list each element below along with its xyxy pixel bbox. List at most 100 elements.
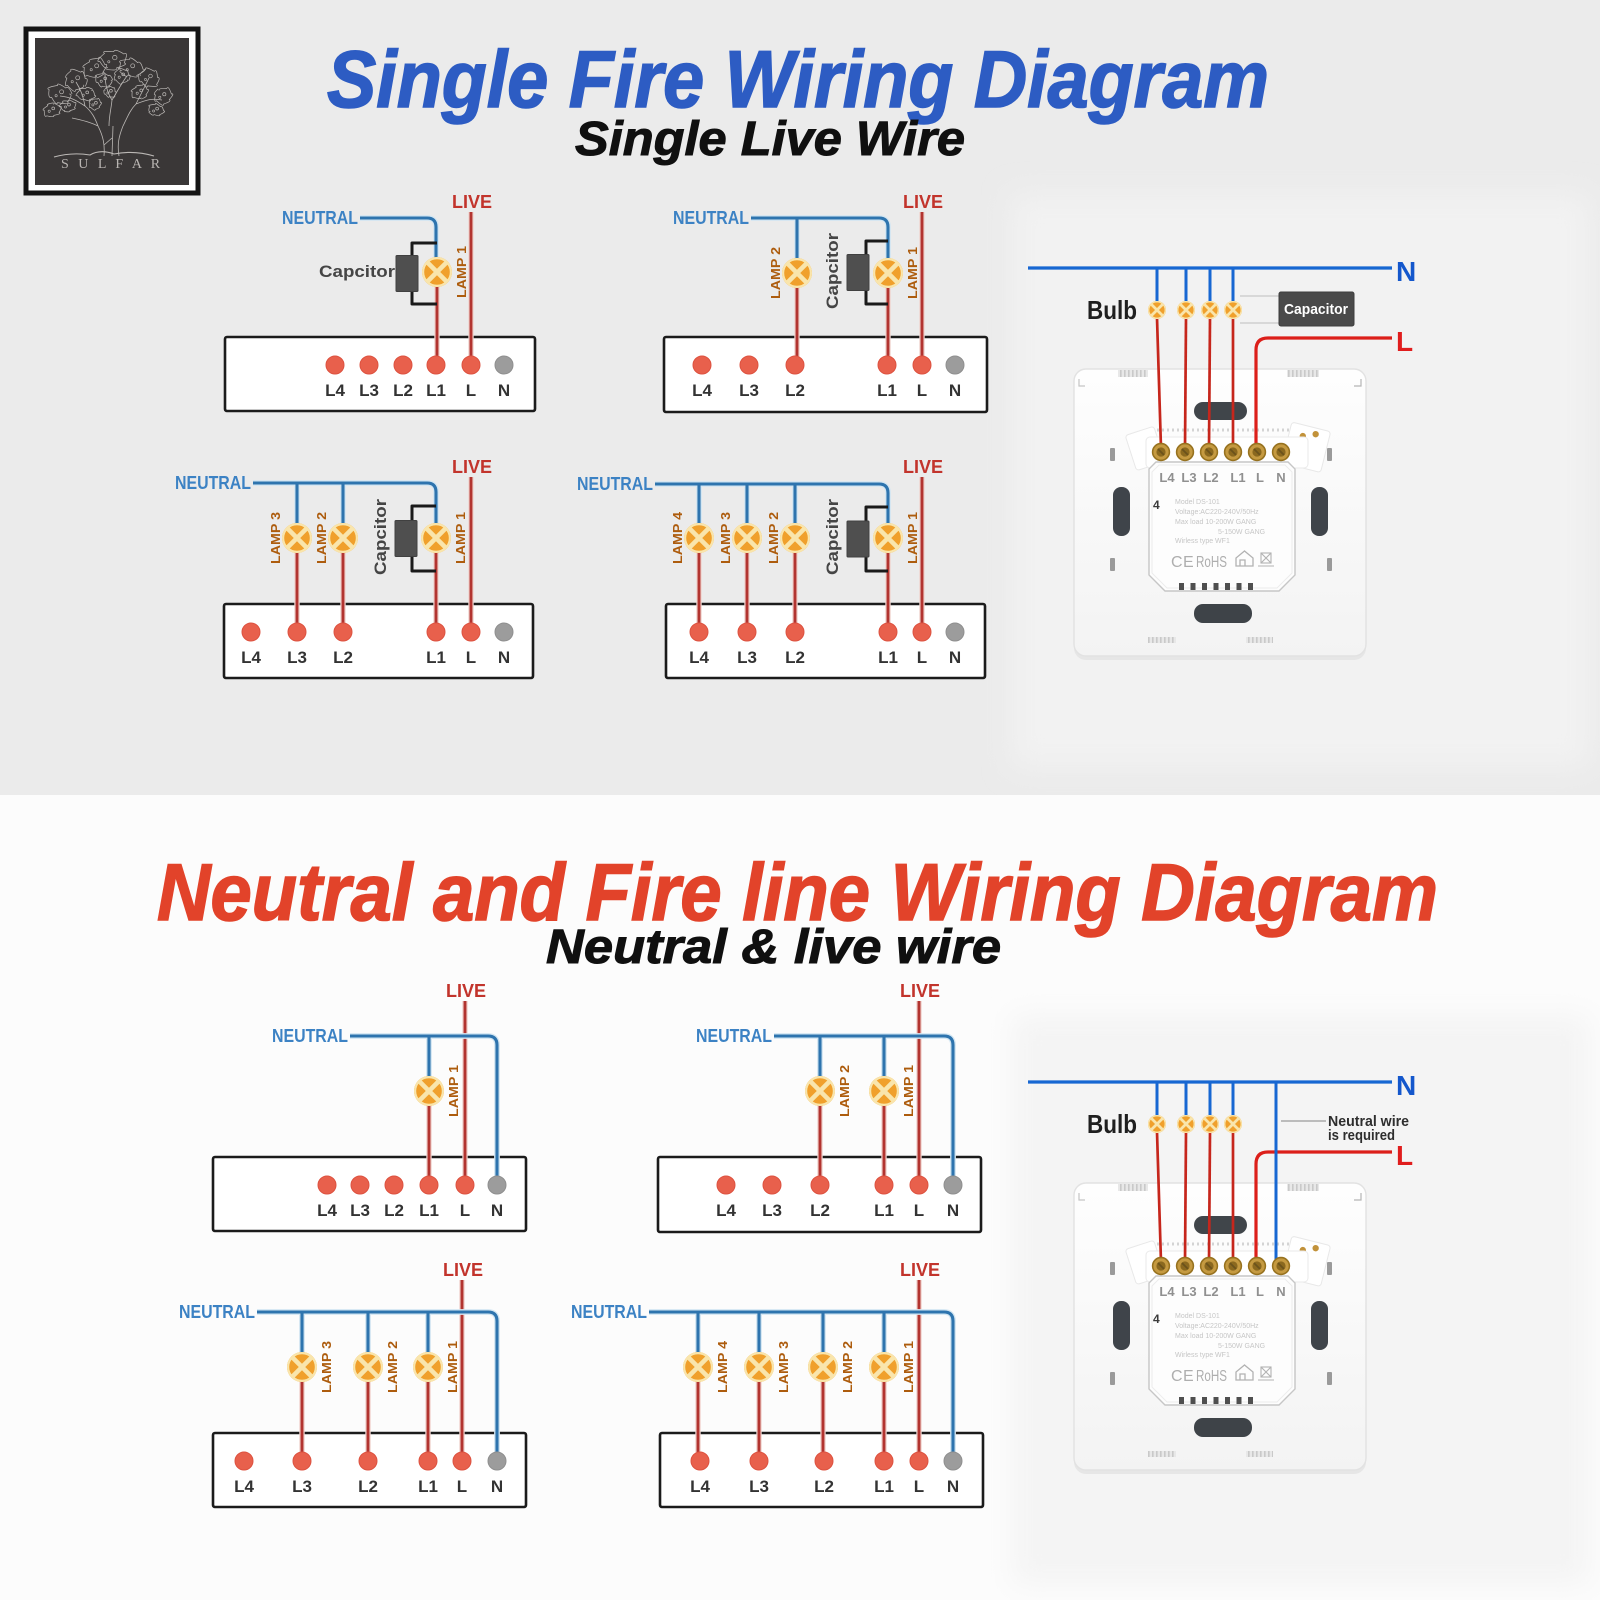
svg-text:Single Live Wire: Single Live Wire <box>575 113 965 166</box>
svg-text:L2: L2 <box>814 1477 834 1496</box>
svg-text:N: N <box>498 648 510 667</box>
svg-text:LAMP 2: LAMP 2 <box>837 1065 852 1117</box>
svg-text:RoHS: RoHS <box>1196 554 1227 571</box>
svg-text:Max load 10-200W GANG: Max load 10-200W GANG <box>1175 1333 1256 1340</box>
svg-text:Max load 10-200W GANG: Max load 10-200W GANG <box>1175 519 1256 526</box>
svg-text:LIVE: LIVE <box>446 981 486 1001</box>
svg-text:LAMP 1: LAMP 1 <box>454 246 469 298</box>
svg-text:L3: L3 <box>1181 1284 1196 1299</box>
svg-text:Neutral & live wire: Neutral & live wire <box>546 921 1001 974</box>
svg-text:Neutral and Fire line Wiring D: Neutral and Fire line Wiring Diagram <box>157 848 1438 938</box>
svg-text:N: N <box>491 1477 503 1496</box>
svg-text:Voltage:AC220-240V/50Hz: Voltage:AC220-240V/50Hz <box>1175 509 1259 516</box>
svg-text:L1: L1 <box>426 381 446 400</box>
svg-text:Capacitor: Capacitor <box>1284 301 1348 318</box>
svg-text:LIVE: LIVE <box>443 1260 483 1280</box>
svg-text:L2: L2 <box>785 381 805 400</box>
svg-text:NEUTRAL: NEUTRAL <box>179 1302 255 1322</box>
svg-text:L: L <box>466 648 476 667</box>
svg-text:NEUTRAL: NEUTRAL <box>571 1302 647 1322</box>
svg-text:CE: CE <box>1171 554 1194 571</box>
svg-text:LAMP 3: LAMP 3 <box>268 512 283 564</box>
svg-text:NEUTRAL: NEUTRAL <box>673 208 749 228</box>
svg-text:LAMP 1: LAMP 1 <box>446 1065 461 1117</box>
svg-text:L: L <box>1256 470 1264 485</box>
svg-text:4: 4 <box>1153 498 1160 512</box>
svg-text:L3: L3 <box>350 1201 370 1220</box>
svg-text:L1: L1 <box>874 1477 894 1496</box>
svg-text:L: L <box>1256 1284 1264 1299</box>
svg-text:L1: L1 <box>426 648 446 667</box>
svg-text:L: L <box>917 381 927 400</box>
svg-text:NEUTRAL: NEUTRAL <box>577 474 653 494</box>
svg-text:N: N <box>1276 1284 1285 1299</box>
svg-text:Wirless type WF1: Wirless type WF1 <box>1175 1352 1230 1359</box>
svg-text:5-150W GANG: 5-150W GANG <box>1218 529 1265 536</box>
svg-text:L1: L1 <box>877 381 897 400</box>
svg-text:L2: L2 <box>384 1201 404 1220</box>
svg-text:L3: L3 <box>749 1477 769 1496</box>
svg-text:N: N <box>949 648 961 667</box>
svg-text:LIVE: LIVE <box>900 1260 940 1280</box>
svg-text:N: N <box>1276 470 1285 485</box>
svg-text:LIVE: LIVE <box>903 457 943 477</box>
svg-text:CE: CE <box>1171 1368 1194 1385</box>
svg-text:L4: L4 <box>690 1477 710 1496</box>
svg-text:L2: L2 <box>393 381 413 400</box>
svg-text:L2: L2 <box>358 1477 378 1496</box>
svg-text:L3: L3 <box>292 1477 312 1496</box>
svg-text:L1: L1 <box>418 1477 438 1496</box>
svg-text:LIVE: LIVE <box>452 457 492 477</box>
svg-text:LAMP 2: LAMP 2 <box>840 1341 855 1393</box>
svg-text:LAMP 1: LAMP 1 <box>905 512 920 564</box>
svg-text:Voltage:AC220-240V/50Hz: Voltage:AC220-240V/50Hz <box>1175 1323 1259 1330</box>
svg-text:LIVE: LIVE <box>903 192 943 212</box>
svg-text:L3: L3 <box>287 648 307 667</box>
svg-text:L4: L4 <box>1159 1284 1175 1299</box>
svg-text:Capcitor: Capcitor <box>371 499 390 575</box>
svg-text:LAMP 1: LAMP 1 <box>901 1065 916 1117</box>
svg-text:N: N <box>1396 256 1416 287</box>
svg-text:L2: L2 <box>810 1201 830 1220</box>
svg-text:Single Fire Wiring Diagram: Single Fire Wiring Diagram <box>327 35 1269 125</box>
svg-text:Bulb: Bulb <box>1087 1109 1137 1139</box>
svg-text:LAMP 2: LAMP 2 <box>314 512 329 564</box>
svg-text:L: L <box>460 1201 470 1220</box>
svg-text:L1: L1 <box>1230 1284 1245 1299</box>
svg-text:NEUTRAL: NEUTRAL <box>696 1026 772 1046</box>
svg-text:LAMP 3: LAMP 3 <box>776 1341 791 1393</box>
svg-text:L4: L4 <box>325 381 345 400</box>
svg-text:L4: L4 <box>317 1201 337 1220</box>
svg-text:LAMP 1: LAMP 1 <box>901 1341 916 1393</box>
svg-text:L: L <box>1396 1140 1413 1171</box>
svg-text:L1: L1 <box>878 648 898 667</box>
svg-text:N: N <box>949 381 961 400</box>
svg-text:L1: L1 <box>419 1201 439 1220</box>
svg-text:L: L <box>914 1477 924 1496</box>
svg-text:L: L <box>457 1477 467 1496</box>
svg-text:L4: L4 <box>241 648 261 667</box>
svg-text:Bulb: Bulb <box>1087 295 1137 325</box>
svg-text:L2: L2 <box>333 648 353 667</box>
svg-text:Model DS-101: Model DS-101 <box>1175 1313 1220 1320</box>
svg-text:L4: L4 <box>1159 470 1175 485</box>
svg-text:LAMP 4: LAMP 4 <box>715 1340 730 1393</box>
svg-text:L2: L2 <box>1203 1284 1218 1299</box>
svg-text:L3: L3 <box>737 648 757 667</box>
svg-text:LAMP 2: LAMP 2 <box>766 512 781 564</box>
svg-text:L2: L2 <box>785 648 805 667</box>
svg-text:Neutral wire: Neutral wire <box>1328 1114 1409 1130</box>
svg-text:RoHS: RoHS <box>1196 1368 1227 1385</box>
svg-text:5-150W GANG: 5-150W GANG <box>1218 1343 1265 1350</box>
svg-text:Capcitor: Capcitor <box>319 262 395 281</box>
svg-text:LAMP 1: LAMP 1 <box>453 512 468 564</box>
svg-text:N: N <box>947 1201 959 1220</box>
svg-text:NEUTRAL: NEUTRAL <box>272 1026 348 1046</box>
svg-text:4: 4 <box>1153 1312 1160 1326</box>
svg-text:LIVE: LIVE <box>452 192 492 212</box>
svg-text:N: N <box>498 381 510 400</box>
svg-text:L1: L1 <box>1230 470 1245 485</box>
svg-text:L4: L4 <box>234 1477 254 1496</box>
svg-text:L3: L3 <box>762 1201 782 1220</box>
svg-text:Model DS-101: Model DS-101 <box>1175 499 1220 506</box>
